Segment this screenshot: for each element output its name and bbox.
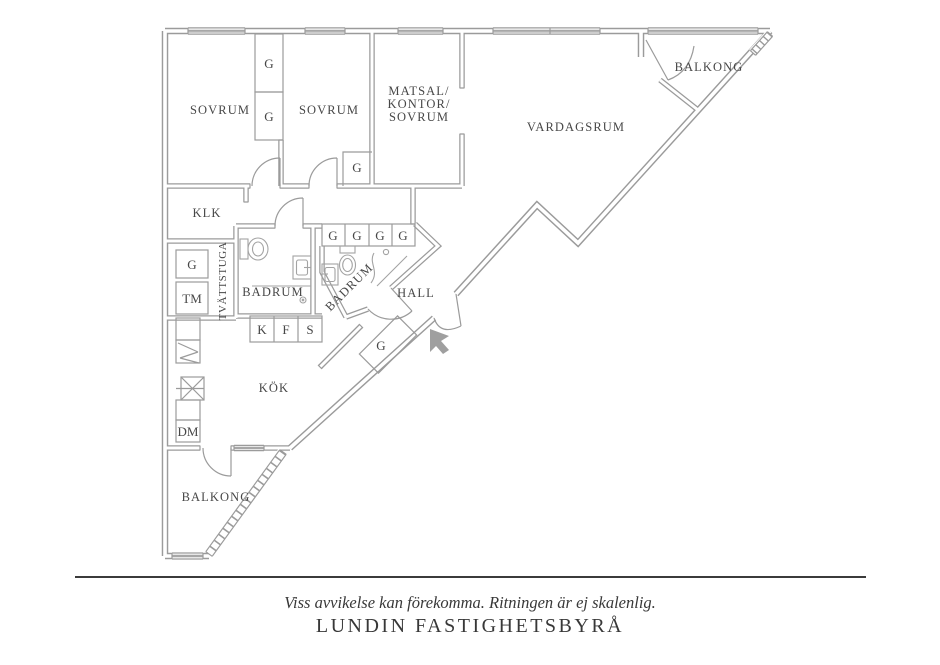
shower-symbol-badrum2 xyxy=(370,248,408,287)
window xyxy=(187,27,246,35)
room-label-tvattstuga: TVÄTTSTUGA xyxy=(217,242,229,321)
cabinet-tm xyxy=(175,281,209,315)
windows-top-wall xyxy=(187,27,759,35)
entrance-arrow-icon xyxy=(430,329,449,354)
cabinet-label-g: G xyxy=(264,56,273,71)
wardrobe-g2 xyxy=(254,91,284,141)
bathroom-fixtures xyxy=(239,237,408,304)
sink-symbol-badrum2 xyxy=(321,263,339,286)
closets xyxy=(175,33,418,443)
room-label-matsal-line3: SOVRUM xyxy=(389,110,449,124)
room-label-kok: KÖK xyxy=(259,381,289,395)
door-badrum1 xyxy=(274,197,304,227)
glazing-top-right xyxy=(749,30,774,57)
closet-row-hall xyxy=(321,223,416,247)
room-label-balkong-top: BALKONG xyxy=(675,60,744,74)
window-balkong-bottom xyxy=(171,552,204,560)
doors xyxy=(202,39,695,477)
door-entrance xyxy=(433,293,462,331)
room-label-badrum-1: BADRUM xyxy=(242,285,303,299)
room-label-vardagsrum: VARDAGSRUM xyxy=(527,120,625,134)
door-balkong-bottom xyxy=(202,447,232,477)
door-badrum2 xyxy=(367,287,413,320)
appliance-label-s: S xyxy=(306,322,313,337)
window-kitchen xyxy=(233,444,265,452)
cabinet-label-g: G xyxy=(352,228,361,243)
footer-company-name: LUNDIN FASTIGHETSBYRÅ xyxy=(316,615,624,637)
cabinet-labels: G G G G G G G G G TM DM K F S xyxy=(178,56,408,439)
room-label-sovrum-2: SOVRUM xyxy=(299,103,359,117)
window xyxy=(492,27,601,35)
footer: Viss avvikelse kan förekomma. Ritningen … xyxy=(75,576,866,637)
appliance-label-k: K xyxy=(257,322,267,337)
toilet-symbol-badrum2 xyxy=(338,245,357,276)
cabinet-label-g: G xyxy=(398,228,407,243)
window xyxy=(397,27,444,35)
wall-end-caps xyxy=(199,87,465,451)
cabinet-label-dm: DM xyxy=(178,424,199,439)
toilet-symbol-badrum1 xyxy=(239,237,269,261)
window xyxy=(304,27,346,35)
door-sovrum1 xyxy=(251,157,281,187)
sink-symbol-badrum1 xyxy=(292,255,312,280)
cabinet-label-g: G xyxy=(187,257,196,272)
cabinet-label-g: G xyxy=(264,109,273,124)
appliance-row-kfs xyxy=(249,315,323,343)
glazing-balkong-bottom xyxy=(204,448,288,558)
room-label-klk: KLK xyxy=(193,206,222,220)
door-sovrum2 xyxy=(308,157,338,187)
wardrobe-hall xyxy=(358,315,418,374)
shower-symbol-badrum1 xyxy=(252,285,311,304)
cabinet-label-g: G xyxy=(376,338,385,353)
cabinet-g-tvatt xyxy=(175,249,209,279)
room-label-balkong-bottom: BALKONG xyxy=(182,490,251,504)
kitchen-counter xyxy=(175,317,205,443)
room-label-matsal-line2: KONTOR/ xyxy=(387,97,450,111)
cabinet-label-tm: TM xyxy=(182,291,202,306)
cabinet-label-g: G xyxy=(328,228,337,243)
door-balkong-top xyxy=(645,39,695,81)
footer-disclaimer: Viss avvikelse kan förekomma. Ritningen … xyxy=(284,593,656,612)
cabinet-label-g: G xyxy=(352,160,361,175)
room-labels: SOVRUM SOVRUM MATSAL/ KONTOR/ SOVRUM VAR… xyxy=(182,60,744,504)
room-label-hall: HALL xyxy=(397,286,435,300)
room-label-sovrum-1: SOVRUM xyxy=(190,103,250,117)
cabinet-label-g: G xyxy=(375,228,384,243)
window xyxy=(647,27,759,35)
appliance-label-f: F xyxy=(282,322,289,337)
closet-sovrum2 xyxy=(342,151,372,186)
room-label-matsal-line1: MATSAL/ xyxy=(388,84,449,98)
